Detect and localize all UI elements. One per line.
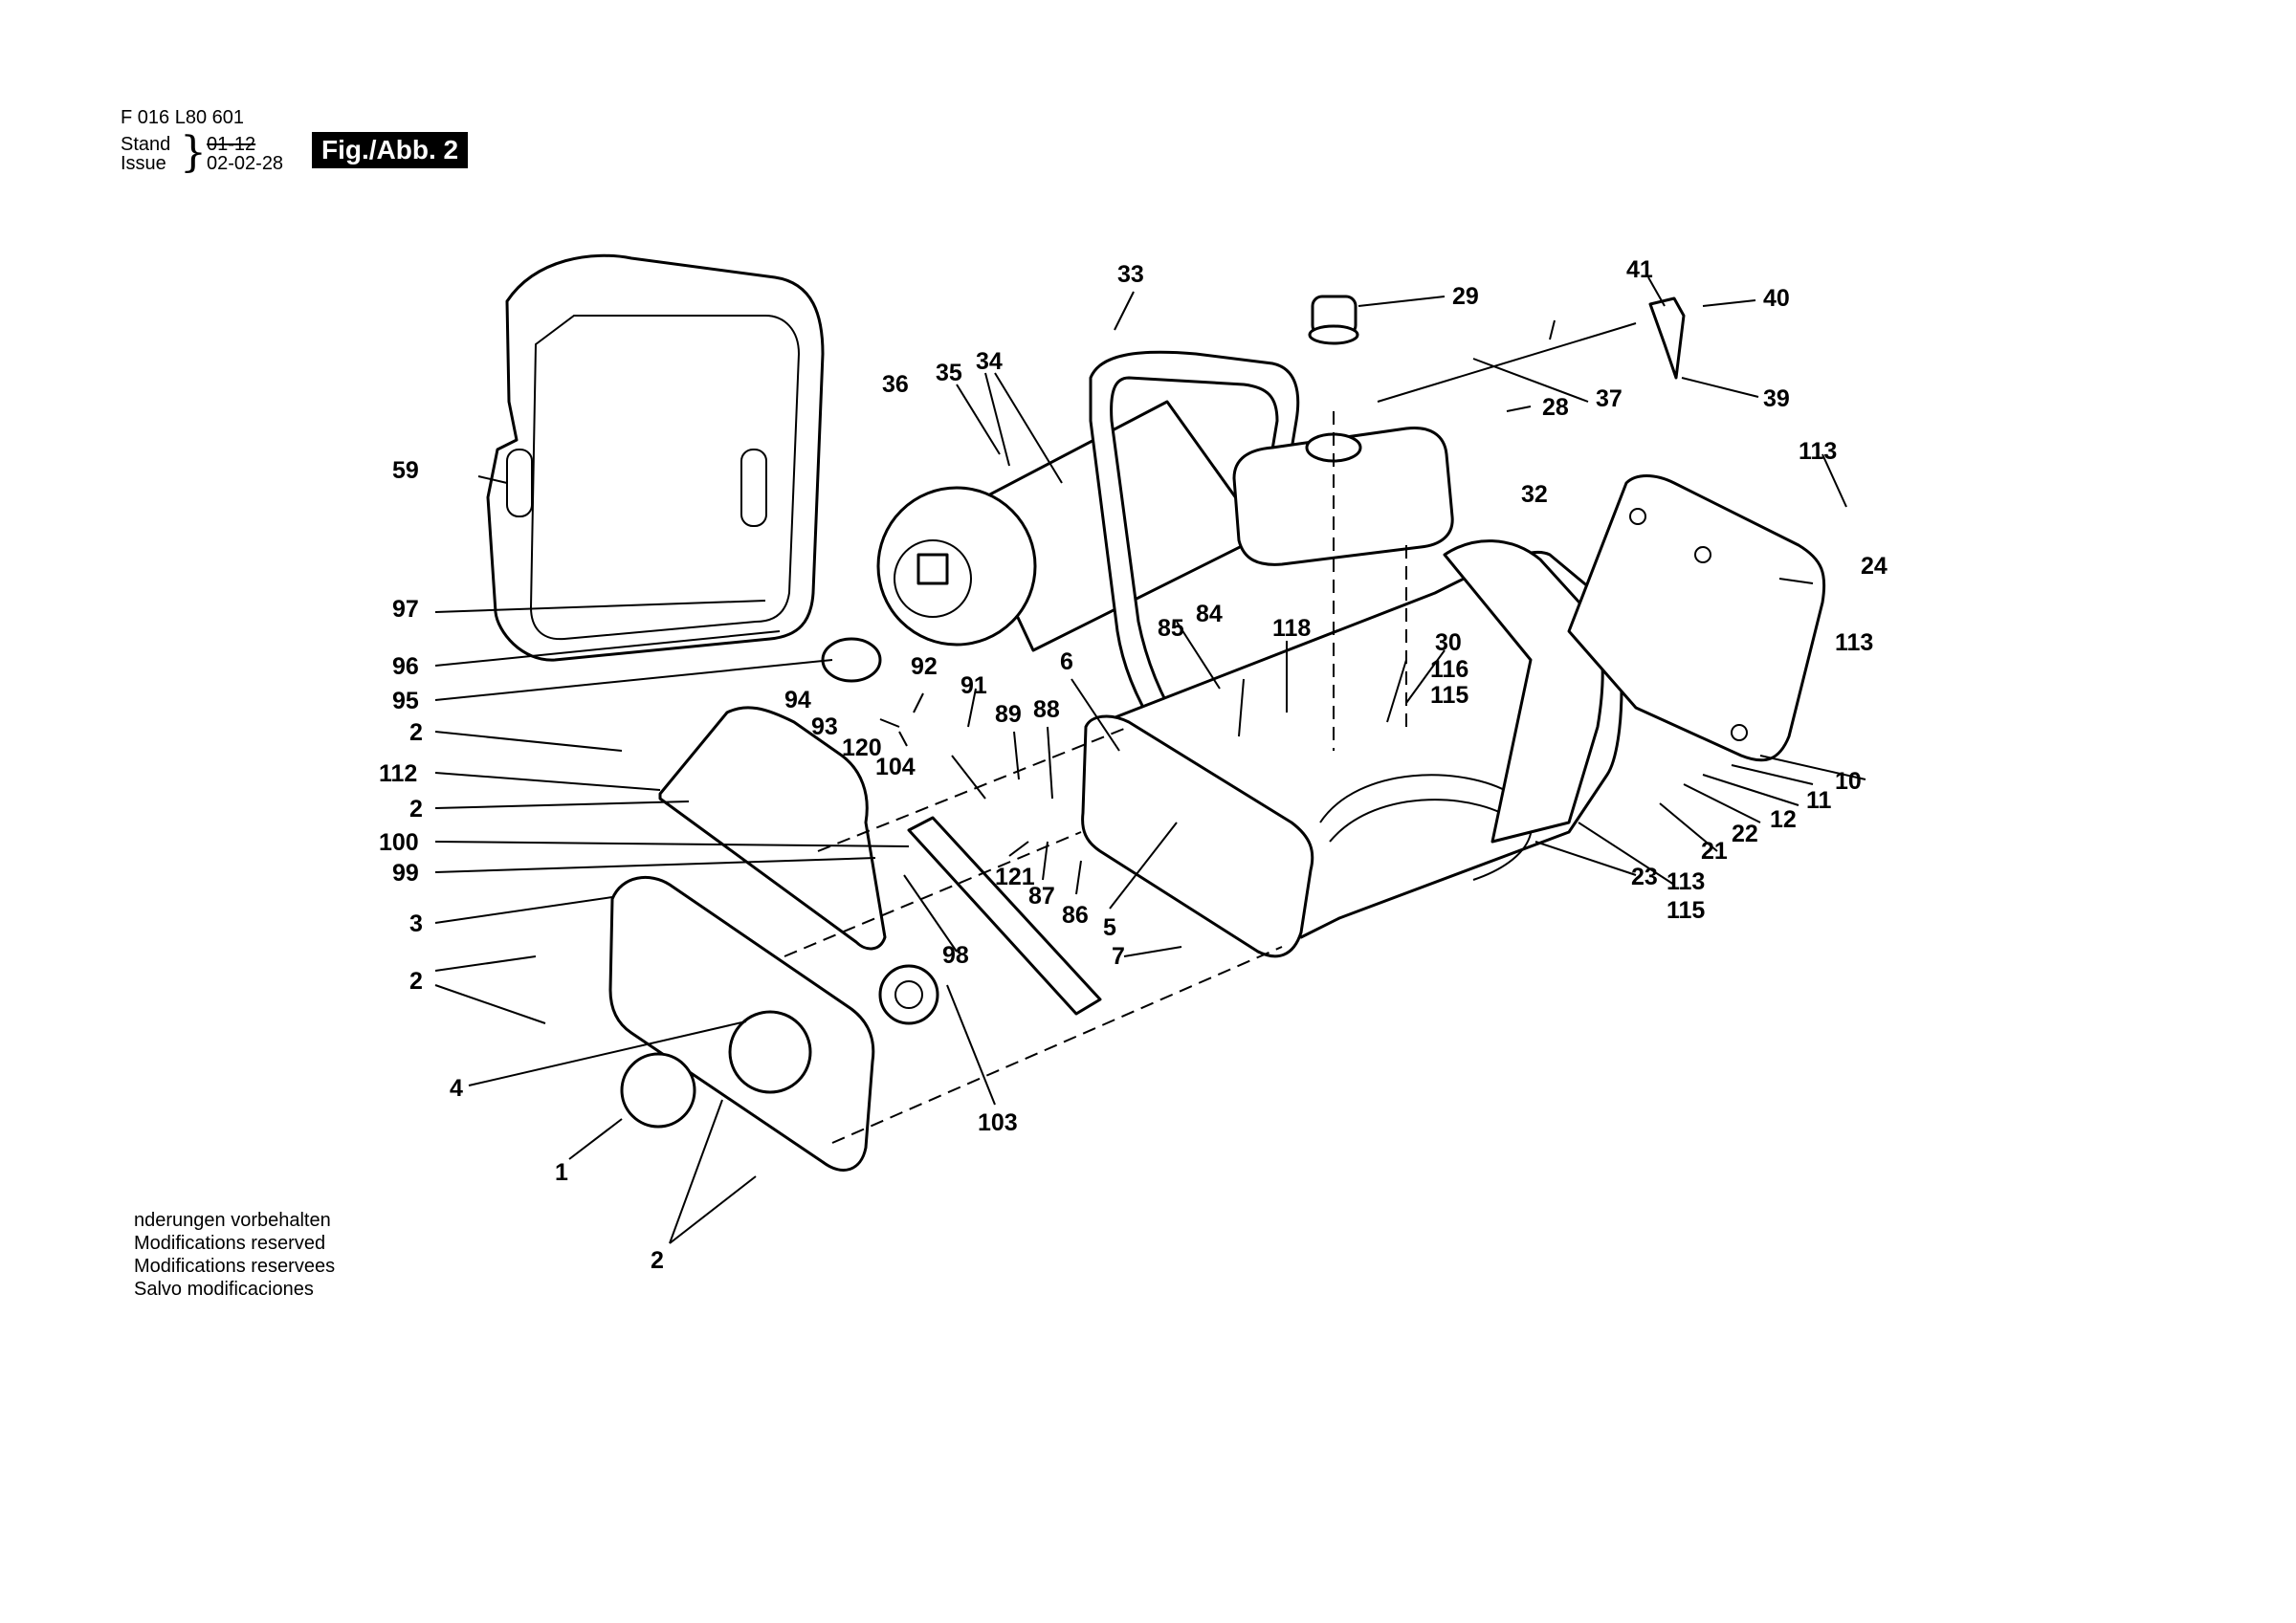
- part-label: 36: [882, 371, 909, 398]
- part-label: 84: [1196, 601, 1223, 627]
- part-label: 113: [1835, 629, 1873, 656]
- part-label: 113: [1799, 438, 1837, 465]
- knob-part: [821, 637, 882, 683]
- part-label: 120: [842, 735, 882, 761]
- part-label: 2: [409, 968, 423, 995]
- part-label: 12: [1770, 806, 1797, 833]
- footer-line: Modifications reservees: [134, 1256, 336, 1277]
- side-plate-part: [608, 876, 939, 1172]
- part-label: 40: [1763, 285, 1790, 312]
- part-label: 35: [936, 360, 962, 386]
- part-label: 112: [379, 760, 417, 787]
- part-label: 86: [1062, 902, 1089, 929]
- part-label: 21: [1701, 838, 1728, 865]
- part-label: 93: [811, 713, 838, 740]
- part-label: 23: [1631, 864, 1658, 890]
- part-label: 11: [1806, 787, 1832, 814]
- part-label: 3: [409, 910, 423, 937]
- part-label: 94: [784, 687, 811, 713]
- side-frame-part: [1081, 714, 1314, 958]
- stand-label: Stand: [121, 134, 171, 155]
- part-label: 85: [1158, 615, 1184, 642]
- part-label: 100: [379, 829, 419, 856]
- part-label: 118: [1272, 615, 1311, 642]
- part-label: 4: [450, 1075, 463, 1102]
- grass-box-part: [486, 253, 825, 662]
- part-label: 1: [555, 1159, 568, 1186]
- footer-line: Modifications reserved: [134, 1233, 326, 1254]
- part-label: 115: [1430, 682, 1468, 709]
- document-code: F 016 L80 601: [121, 107, 244, 128]
- leader-lines: [434, 276, 1866, 1244]
- part-label: 33: [1117, 261, 1144, 288]
- issue-value: 02-02-28: [207, 153, 284, 174]
- part-label: 87: [1028, 883, 1055, 910]
- footer-notes: nderungen vorbehalten Modifications rese…: [134, 1209, 335, 1301]
- footer-line: Salvo modificaciones: [134, 1279, 314, 1300]
- part-label: 30: [1435, 629, 1462, 656]
- guide-bar-part: [907, 816, 1102, 1016]
- part-label: 115: [1667, 897, 1705, 924]
- part-label: 7: [1112, 943, 1125, 970]
- part-label: 29: [1452, 283, 1479, 310]
- part-label: 2: [409, 796, 423, 822]
- part-label: 104: [875, 754, 916, 780]
- part-label: 39: [1763, 385, 1790, 412]
- part-label: 113: [1667, 868, 1705, 895]
- part-label: 28: [1542, 394, 1569, 421]
- part-label: 10: [1835, 768, 1862, 795]
- part-label: 89: [995, 701, 1022, 728]
- part-label: 116: [1430, 656, 1468, 683]
- gear-cover-part: [658, 706, 887, 951]
- figure-label: Fig./Abb. 2: [312, 132, 469, 168]
- part-label: 2: [409, 719, 423, 746]
- throttle-lever-part: [1648, 296, 1686, 380]
- issue-label: Issue: [121, 153, 166, 174]
- part-label: 99: [392, 860, 419, 887]
- part-label: 88: [1033, 696, 1060, 723]
- part-label: 98: [942, 942, 969, 969]
- part-label: 32: [1521, 481, 1548, 508]
- brace-icon: }: [180, 128, 207, 177]
- part-label: 37: [1596, 385, 1623, 412]
- right-cover-part: [1567, 474, 1826, 762]
- part-label: 96: [392, 653, 419, 680]
- part-label: 59: [392, 457, 419, 484]
- fuel-tank-part: [1232, 295, 1454, 566]
- part-label: 41: [1626, 256, 1653, 283]
- part-label: 24: [1861, 553, 1888, 580]
- part-label: 6: [1060, 648, 1073, 675]
- part-label: 2: [651, 1247, 664, 1274]
- assembly-line: [784, 831, 1082, 957]
- part-label: 5: [1103, 914, 1116, 941]
- part-label: 91: [960, 672, 987, 699]
- part-label: 92: [911, 653, 938, 680]
- footer-line: nderungen vorbehalten: [134, 1210, 331, 1231]
- cap-part: [620, 1052, 696, 1129]
- throttle-cable-part: [1377, 322, 1637, 403]
- part-label: 22: [1732, 821, 1758, 847]
- part-label: 95: [392, 688, 419, 714]
- assembly-line: [817, 726, 1130, 852]
- assembly-line: [831, 946, 1283, 1144]
- part-label: 97: [392, 596, 419, 623]
- part-label: 34: [976, 348, 1003, 375]
- part-label: 121: [995, 864, 1035, 890]
- stand-value: 01-12: [207, 134, 256, 155]
- part-label: 103: [978, 1109, 1018, 1136]
